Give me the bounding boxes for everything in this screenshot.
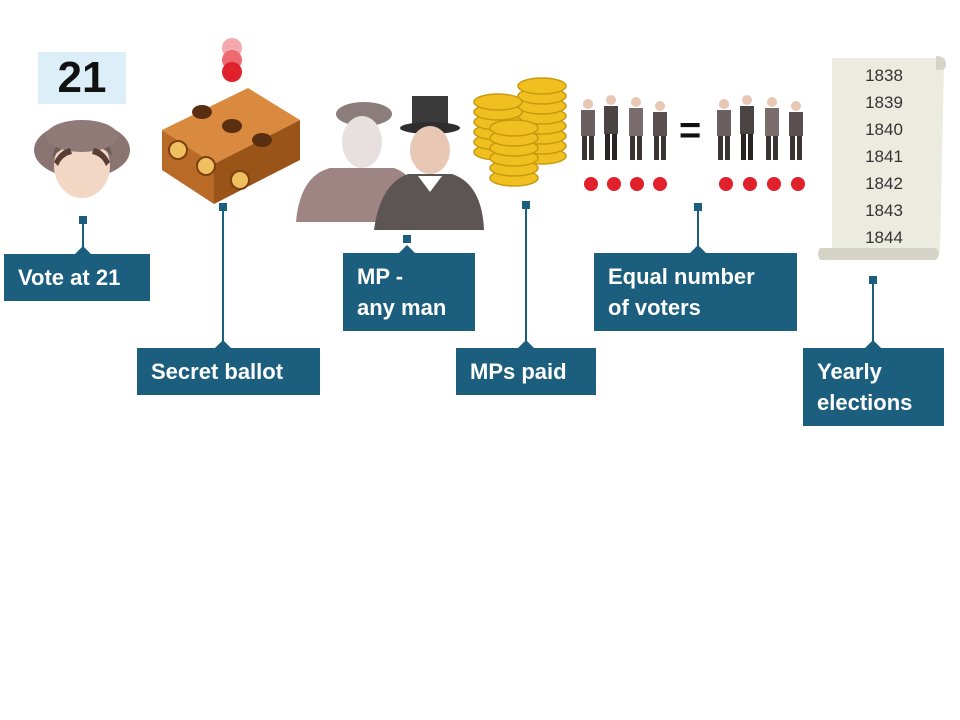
connector-line <box>222 209 224 341</box>
voter-dot <box>743 177 757 191</box>
scroll-year: 1838 <box>865 66 903 85</box>
equal-label-line2: of voters <box>608 295 701 320</box>
equals-sign: = <box>679 110 702 152</box>
voter-group-right-icon <box>717 95 803 160</box>
mp-label-line2: any man <box>357 295 447 320</box>
mp-label-line1: MP - <box>357 264 404 289</box>
equal-voters-label: Equal number of voters <box>594 253 797 331</box>
voter-dot <box>653 177 667 191</box>
mp-any-man-label: MP - any man <box>343 253 475 331</box>
scroll-year: 1843 <box>865 201 903 220</box>
scroll-year: 1840 <box>865 120 903 139</box>
ballot-box-icon <box>162 38 300 204</box>
connector-line <box>82 222 84 247</box>
voter-group-left-icon <box>581 95 667 160</box>
voter-dot <box>607 177 621 191</box>
coin-stacks-icon <box>473 77 567 187</box>
scroll-year: 1839 <box>865 93 903 112</box>
voter-dot <box>584 177 598 191</box>
voter-dot <box>719 177 733 191</box>
two-men-icon <box>296 96 484 230</box>
yearly-label-line2: elections <box>817 390 913 415</box>
yearly-label-line1: Yearly <box>817 359 882 384</box>
yearly-elections-label: Yearly elections <box>803 348 944 426</box>
label-pointer <box>518 340 534 348</box>
label-pointer <box>399 245 415 253</box>
secret-ballot-label: Secret ballot <box>137 348 320 395</box>
vote-at-21-label: Vote at 21 <box>4 254 150 301</box>
connector-dot <box>869 276 877 284</box>
connector-dot <box>79 216 87 224</box>
connector-line <box>872 282 874 341</box>
connector-dot <box>219 203 227 211</box>
scroll-year: 1841 <box>865 147 903 166</box>
scroll-year: 1844 <box>865 228 903 247</box>
label-pointer <box>690 245 706 253</box>
connector-dot <box>522 201 530 209</box>
label-pointer <box>215 340 231 348</box>
connector-dot <box>694 203 702 211</box>
connector-line <box>697 209 699 246</box>
voter-dot <box>630 177 644 191</box>
voter-dot <box>791 177 805 191</box>
scroll-year: 1842 <box>865 174 903 193</box>
connector-dot <box>403 235 411 243</box>
label-pointer <box>75 246 91 254</box>
label-pointer <box>865 340 881 348</box>
scroll-icon <box>818 56 946 260</box>
equal-label-line1: Equal number <box>608 264 755 289</box>
age-21-badge: 21 <box>38 52 126 104</box>
voter-dot <box>767 177 781 191</box>
mps-paid-label: MPs paid <box>456 348 596 395</box>
young-man-icon <box>34 120 130 198</box>
connector-line <box>525 207 527 341</box>
